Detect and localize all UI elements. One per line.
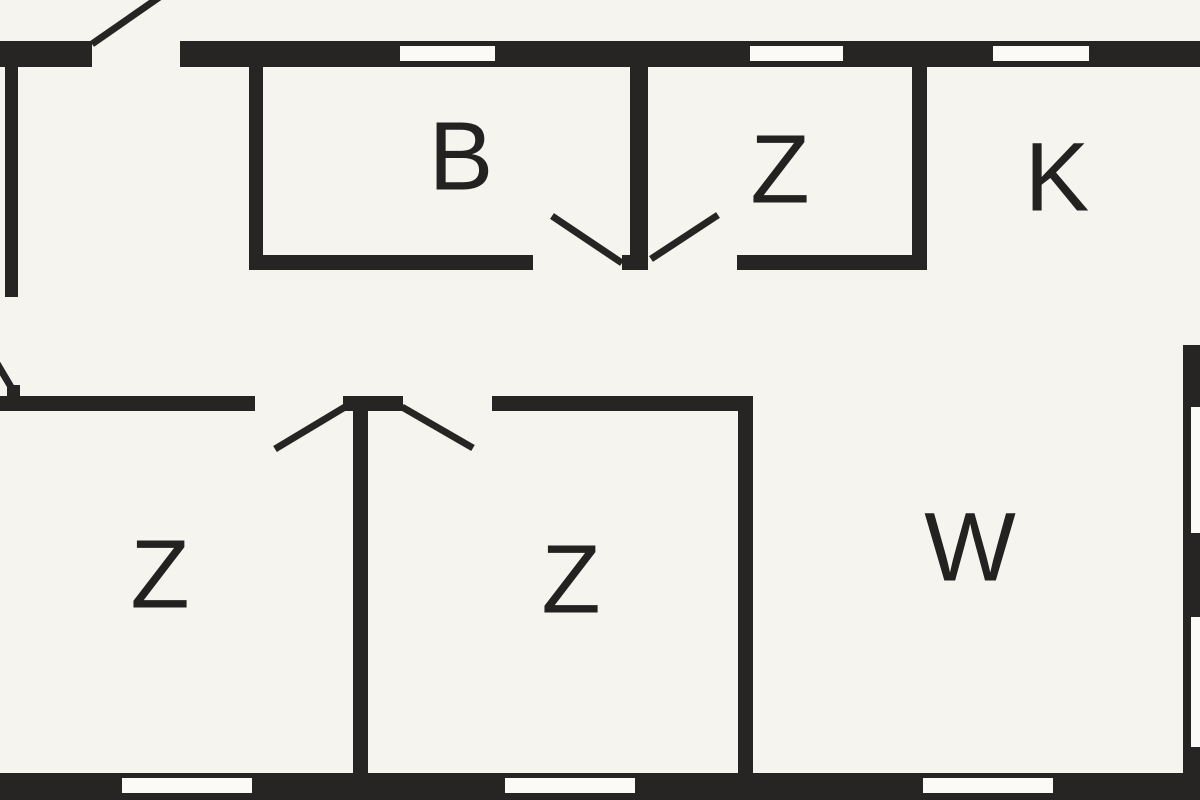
interior-wall-z-mid-top [492, 396, 752, 411]
door-swing-room-z-bottom-left [273, 403, 347, 453]
door-swing-top-entry [90, 0, 162, 47]
door-swing-room-z-bottom-mid [400, 403, 475, 452]
window-top-3 [993, 46, 1089, 61]
interior-wall-hall-left [0, 396, 255, 411]
room-label-z-bottom-mid: Z [541, 524, 601, 634]
room-label-z-bottom-left: Z [130, 519, 190, 629]
room-label-w: W [924, 492, 1016, 602]
interior-wall-z-w-divider [738, 396, 753, 773]
interior-wall-b-z-divider [630, 67, 648, 270]
window-right-2 [1191, 617, 1200, 747]
window-bottom-3 [923, 778, 1053, 793]
interior-wall-room-b-bottom [249, 255, 533, 270]
room-label-z-top: Z [750, 114, 810, 224]
room-label-k: K [1024, 122, 1090, 232]
interior-wall-z-z-divider [353, 396, 368, 773]
left-door-jamb [7, 385, 20, 396]
interior-wall-b-z-divider-foot [622, 255, 648, 270]
window-right-1 [1191, 407, 1200, 533]
interior-wall-room-b-left [249, 67, 263, 255]
door-swing-room-z-top [649, 212, 720, 262]
door-swing-left-entry [0, 361, 15, 389]
exterior-wall-left-upper [5, 67, 18, 297]
window-top-2 [750, 46, 843, 61]
window-top-1 [400, 46, 495, 61]
interior-wall-room-z-top-bottom [737, 255, 927, 270]
interior-wall-z-k-divider [912, 67, 927, 267]
room-label-b: B [428, 101, 494, 211]
window-bottom-1 [122, 778, 252, 793]
window-bottom-2 [505, 778, 635, 793]
entry-door-opening-top [92, 41, 180, 67]
interior-wall-hall-junction [343, 396, 403, 411]
door-swing-room-b [550, 213, 624, 266]
